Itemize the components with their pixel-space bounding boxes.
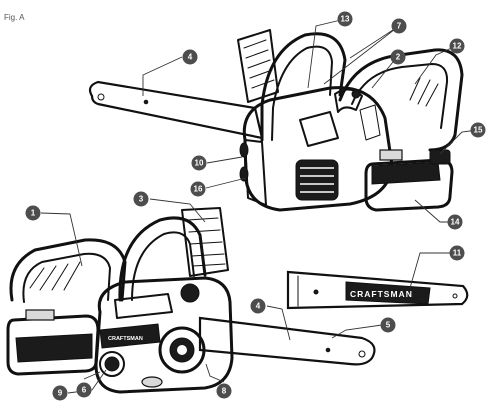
brake-pivot-front <box>180 283 200 303</box>
callout-4-top: 4 <box>182 49 198 65</box>
chainsaw-front-view: CRAFTSMAN <box>6 207 376 394</box>
bar-rivet-rear <box>143 99 149 105</box>
svg-text:15: 15 <box>474 126 483 135</box>
callout-16: 16 <box>190 181 206 197</box>
bar-nose-sprocket-rear <box>97 93 105 101</box>
svg-text:4: 4 <box>256 302 261 311</box>
housing-brand-text: CRAFTSMAN <box>108 336 143 342</box>
motor-housing-front <box>94 276 234 394</box>
hand-guard-rear <box>237 29 279 103</box>
svg-text:12: 12 <box>453 42 462 51</box>
rear-handle-front <box>9 238 127 302</box>
svg-text:6: 6 <box>82 386 87 395</box>
housing-brand-plate: CRAFTSMAN <box>99 323 161 349</box>
callout-4-bottom: 4 <box>250 298 266 314</box>
callout-6: 6 <box>76 382 92 398</box>
svg-text:14: 14 <box>451 218 460 227</box>
battery-pack-rear <box>364 149 454 212</box>
svg-text:9: 9 <box>58 389 63 398</box>
bar-nose-sprocket-front <box>358 350 366 358</box>
guide-bar-front <box>198 316 376 366</box>
svg-text:3: 3 <box>139 195 144 204</box>
front-handle-front <box>118 216 207 302</box>
battery-pack-front <box>6 309 100 376</box>
svg-text:2: 2 <box>396 53 401 62</box>
rear-handle-rear <box>338 48 464 152</box>
bar-knob-front <box>158 326 206 374</box>
trigger-rear <box>334 88 363 113</box>
svg-text:5: 5 <box>386 321 391 330</box>
svg-text:16: 16 <box>194 185 203 194</box>
callout-12: 12 <box>449 38 465 54</box>
callout-15: 15 <box>470 122 486 138</box>
svg-text:7: 7 <box>397 22 402 31</box>
chainsaw-rear-view <box>88 29 464 212</box>
svg-text:11: 11 <box>453 249 462 258</box>
hand-guard-front <box>181 207 229 277</box>
callout-7: 7 <box>391 18 407 34</box>
oil-cap-front <box>99 351 125 377</box>
bar-sheath: CRAFTSMAN <box>286 270 469 310</box>
callout-9: 9 <box>52 385 68 401</box>
callout-1: 1 <box>25 205 41 221</box>
sheath-brand-text: CRAFTSMAN <box>350 289 413 299</box>
vent-grille-rear <box>295 159 339 201</box>
callout-13: 13 <box>337 11 353 27</box>
callout-10: 10 <box>191 155 207 171</box>
callout-11: 11 <box>449 245 465 261</box>
bar-rivet-front <box>325 347 331 353</box>
guide-bar-rear <box>88 80 264 140</box>
svg-text:13: 13 <box>341 15 350 24</box>
front-handle-rear <box>260 32 347 142</box>
leader-lines <box>40 18 478 394</box>
callout-8: 8 <box>216 383 232 399</box>
svg-text:8: 8 <box>222 387 227 396</box>
callout-14: 14 <box>447 214 463 230</box>
svg-text:10: 10 <box>195 159 204 168</box>
callout-2: 2 <box>390 49 406 65</box>
callout-5: 5 <box>380 317 396 333</box>
callout-3: 3 <box>133 191 149 207</box>
svg-text:4: 4 <box>188 53 193 62</box>
svg-text:1: 1 <box>31 209 36 218</box>
figure-label: Fig. A <box>4 13 25 22</box>
